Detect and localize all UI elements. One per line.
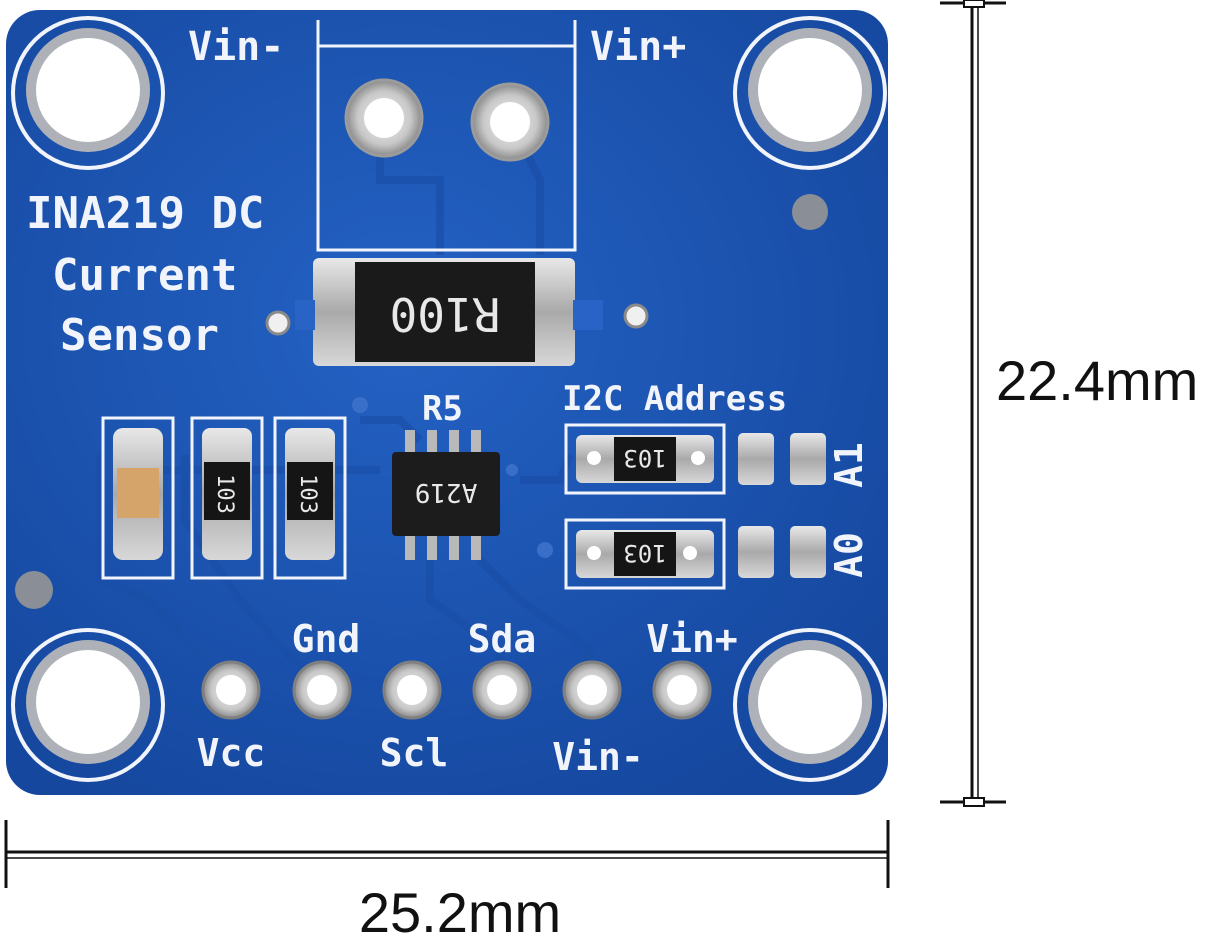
pin-vin-plus [652, 660, 712, 720]
jumper-label-a1: A1 [827, 442, 871, 488]
mounting-hole-top-right [733, 16, 887, 170]
address-resistor-a0-marking: 103 [623, 539, 666, 567]
terminal-label-vin-minus: Vin- [188, 24, 284, 70]
terminal-label-vin-plus: Vin+ [590, 24, 686, 70]
jumper-label-a0: A0 [827, 532, 871, 578]
width-dimension-line [4, 820, 890, 888]
shunt-resistor [295, 258, 603, 366]
screw-terminal [316, 20, 577, 252]
resistor-2 [273, 416, 347, 580]
header-pins [201, 660, 712, 720]
pin-label-vcc: Vcc [197, 731, 266, 775]
board-title-line-1: INA219 DC [26, 188, 264, 239]
shunt-marking: R100 [390, 287, 501, 341]
capacitor [101, 416, 175, 580]
board-title-line-2: Current [52, 250, 237, 301]
pin-label-sda: Sda [468, 617, 537, 661]
pin-label-vin-minus: Vin- [552, 735, 644, 779]
vias [15, 194, 828, 609]
resistor-1 [190, 416, 264, 580]
ina219-chip [392, 430, 500, 560]
pin-vcc [201, 660, 261, 720]
address-resistor-a1-marking: 103 [623, 444, 666, 472]
board-title-line-3: Sensor [60, 310, 219, 361]
width-dimension-label: 25.2mm [359, 881, 561, 939]
jumper-pads-a1 [738, 433, 826, 485]
mounting-hole-bottom-left [11, 628, 165, 782]
pin-label-scl: Scl [380, 731, 449, 775]
pin-vin-minus [562, 660, 622, 720]
mounting-hole-bottom-right [733, 628, 887, 782]
address-resistor-a1 [564, 423, 726, 495]
resistor-1-marking: 103 [212, 474, 237, 514]
pin-label-vin-plus: Vin+ [646, 617, 738, 661]
height-dimension-line [940, 0, 1006, 807]
mounting-hole-top-left [11, 16, 165, 170]
pin-sda [472, 660, 532, 720]
resistor-2-marking: 103 [295, 474, 320, 514]
address-resistor-a0 [564, 518, 726, 590]
ic-marking: A219 [415, 477, 478, 507]
height-dimension-label: 22.4mm [996, 349, 1198, 412]
jumper-pads-a0 [738, 526, 826, 578]
pin-scl [382, 660, 442, 720]
i2c-address-label: I2C Address [562, 379, 787, 419]
ic-ref-label: R5 [422, 389, 463, 429]
pin-label-gnd: Gnd [292, 617, 361, 661]
pin-gnd [292, 660, 352, 720]
